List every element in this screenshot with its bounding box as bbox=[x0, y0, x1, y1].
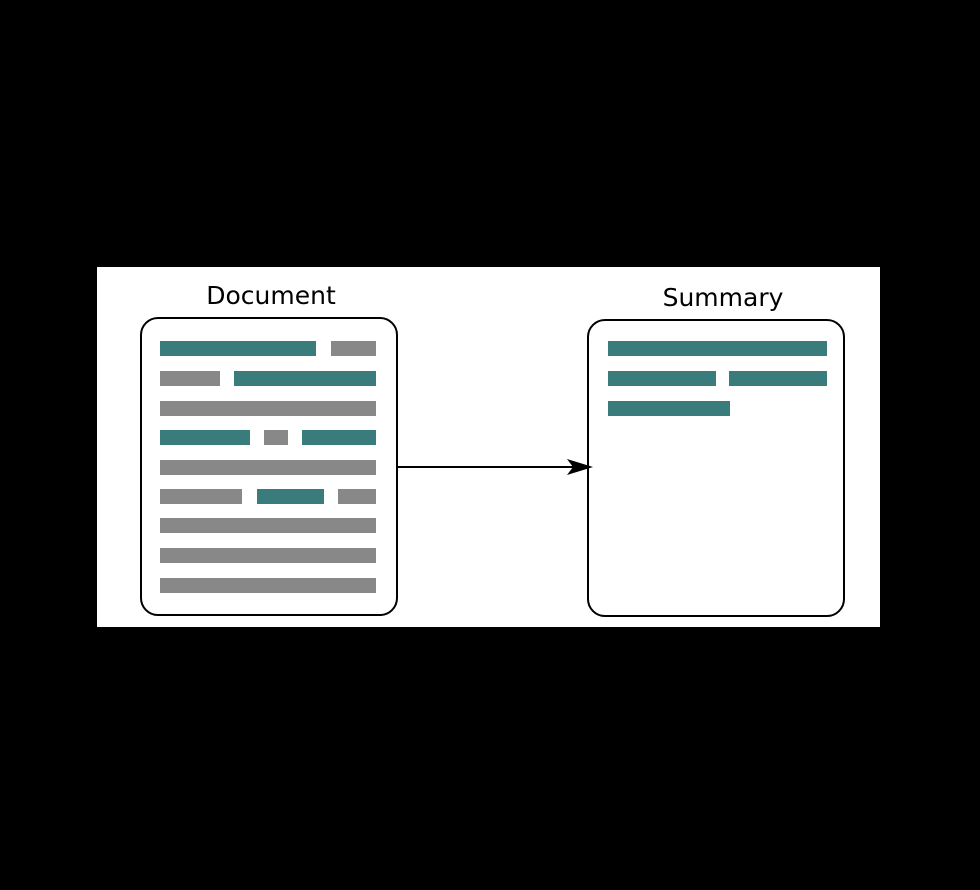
connector-arrow bbox=[398, 459, 593, 475]
document-label: Document bbox=[206, 281, 336, 310]
document-line-highlight bbox=[302, 430, 376, 445]
document-line-highlight bbox=[257, 489, 324, 504]
document-line-highlight bbox=[160, 341, 316, 356]
document-line-text bbox=[338, 489, 376, 504]
document-line-text bbox=[331, 341, 376, 356]
diagram-canvas: Document Summary bbox=[97, 267, 880, 627]
document-line-highlight bbox=[234, 371, 376, 386]
summary-box bbox=[587, 319, 845, 617]
document-line-highlight bbox=[160, 430, 250, 445]
arrowhead-icon bbox=[567, 459, 593, 475]
document-line-text bbox=[160, 518, 376, 533]
document-line-text bbox=[264, 430, 288, 445]
document-line-text bbox=[160, 578, 376, 593]
summary-line-highlight bbox=[608, 401, 730, 416]
document-line-text bbox=[160, 371, 220, 386]
summary-label: Summary bbox=[662, 283, 784, 312]
summary-line-highlight bbox=[729, 371, 827, 386]
document-line-text bbox=[160, 460, 376, 475]
document-line-text bbox=[160, 548, 376, 563]
document-line-text bbox=[160, 401, 376, 416]
summary-line-highlight bbox=[608, 341, 827, 356]
document-box bbox=[140, 317, 398, 616]
summary-line-highlight bbox=[608, 371, 716, 386]
document-line-text bbox=[160, 489, 242, 504]
